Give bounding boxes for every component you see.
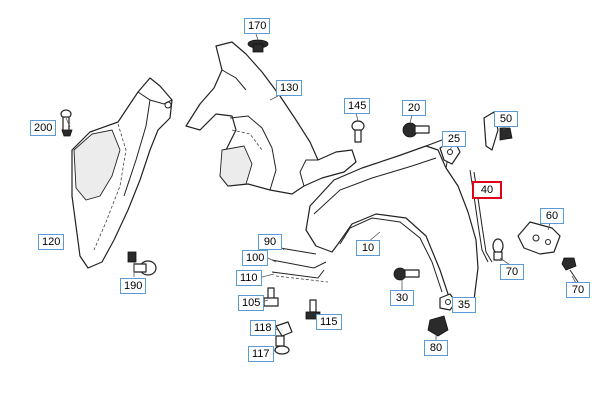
bolt-105 <box>263 287 279 307</box>
callout-30[interactable]: 30 <box>390 290 414 306</box>
wheel-house-130 <box>185 41 357 195</box>
callout-80[interactable]: 80 <box>424 340 448 356</box>
screw-70-right <box>561 257 579 283</box>
mounting-bracket-60 <box>517 221 561 255</box>
callout-40-selected[interactable]: 40 <box>472 181 502 199</box>
callout-25[interactable]: 25 <box>442 131 466 147</box>
cable-assembly-90-100-110 <box>271 247 329 283</box>
callout-90[interactable]: 90 <box>258 234 282 250</box>
rivet-170 <box>247 39 269 53</box>
callout-100[interactable]: 100 <box>242 250 269 266</box>
bolt-20 <box>402 122 430 138</box>
bolt-30 <box>393 267 420 281</box>
callout-105[interactable]: 105 <box>238 295 265 311</box>
callout-145[interactable]: 145 <box>344 98 371 114</box>
callout-110[interactable]: 110 <box>236 270 262 286</box>
callout-70-right[interactable]: 70 <box>566 282 590 298</box>
callout-190[interactable]: 190 <box>120 278 147 294</box>
callout-120[interactable]: 120 <box>38 234 65 250</box>
callout-50[interactable]: 50 <box>494 111 518 127</box>
clip-117-118 <box>274 321 293 355</box>
callout-200[interactable]: 200 <box>30 120 57 136</box>
screw-145 <box>351 120 365 143</box>
screw-200 <box>60 109 73 137</box>
callout-35[interactable]: 35 <box>452 297 476 313</box>
callout-115[interactable]: 115 <box>316 314 342 330</box>
screw-70-left <box>492 238 504 261</box>
callout-118[interactable]: 118 <box>250 320 276 336</box>
clip-80 <box>427 315 449 337</box>
leader-lines <box>65 33 577 353</box>
callout-70-left[interactable]: 70 <box>500 264 524 280</box>
callout-170[interactable]: 170 <box>244 18 271 34</box>
wheel-arch-liner-120 <box>71 77 173 269</box>
callout-20[interactable]: 20 <box>402 100 426 116</box>
rivet-190 <box>127 251 157 276</box>
callout-10[interactable]: 10 <box>356 240 380 256</box>
callout-117[interactable]: 117 <box>248 346 274 362</box>
callout-130[interactable]: 130 <box>276 80 303 96</box>
callout-60[interactable]: 60 <box>540 208 564 224</box>
